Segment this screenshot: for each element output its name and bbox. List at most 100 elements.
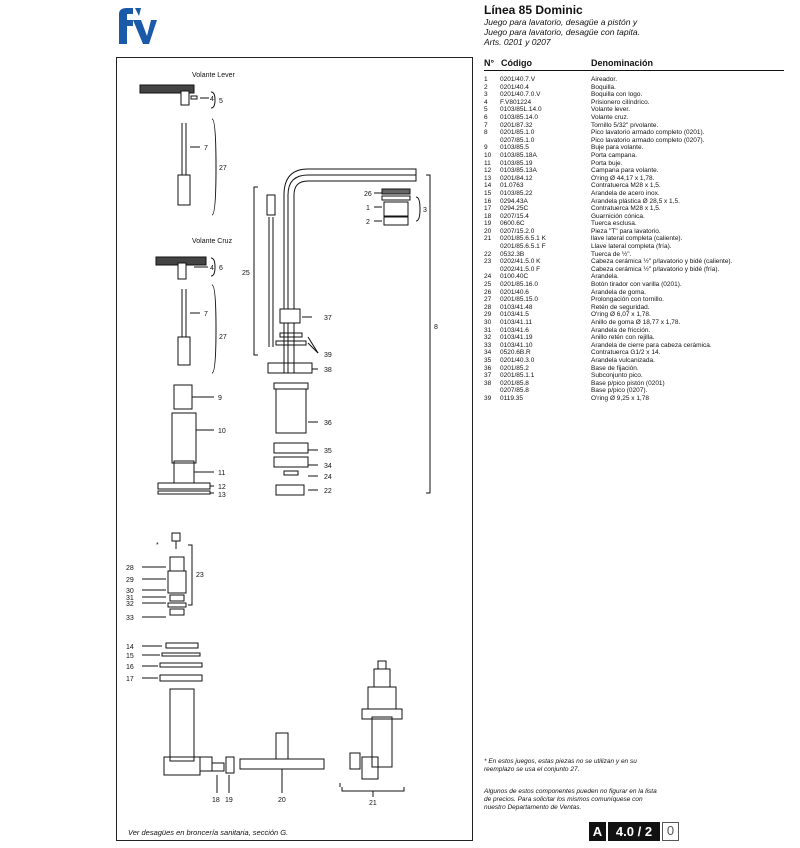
subtitle-line-1: Juego para lavatorio, desagüe a pistón y <box>484 17 638 27</box>
row-description: Llave lateral completa (fría). <box>591 243 672 251</box>
row-code: 0201/40.3.0 <box>500 356 535 364</box>
row-description: Pico lavatorio armado completo (0207). <box>591 136 705 144</box>
row-number: 27 <box>484 296 492 304</box>
row-description: O'ring Ø 44,17 x 1,78. <box>591 174 655 182</box>
exploded-view-frame <box>116 57 473 841</box>
row-number: 6 <box>484 113 488 121</box>
row-number: 8 <box>484 129 488 137</box>
subtitle-line-3: Arts. 0201 y 0207 <box>484 37 551 47</box>
row-description: llave lateral completa (caliente). <box>591 235 683 243</box>
row-description: Pieza "T" para lavatorio. <box>591 227 661 235</box>
row-code: 0103/85L.14.0 <box>500 106 542 114</box>
row-description: Base de fijación. <box>591 364 639 372</box>
callout-29: 29 <box>126 577 134 584</box>
callout-26: 26 <box>364 191 372 198</box>
row-code: 01.0763 <box>500 182 524 190</box>
row-description: O'ring Ø 9,25 x 1,78 <box>591 394 649 402</box>
row-description: Botón tirador con varilla (0201). <box>591 281 682 289</box>
row-code: 0202/41.5.0 K <box>500 258 541 266</box>
row-code: F.V801224 <box>500 98 532 106</box>
row-number: 10 <box>484 151 492 159</box>
row-description: Arandela vulcanizada. <box>591 356 655 364</box>
row-code: 0207/15.4 <box>500 212 529 220</box>
row-code: 0103/85.5 <box>500 144 529 152</box>
row-number: 3 <box>484 91 488 99</box>
row-number: 5 <box>484 106 488 114</box>
label-volante-cruz: Volante Cruz <box>192 238 233 245</box>
callout-16: 16 <box>126 664 134 671</box>
callout-7: 7 <box>204 145 208 152</box>
callout-22: 22 <box>324 488 332 495</box>
row-code: 0103/41.19 <box>500 334 533 342</box>
row-description: Anillo de goma Ø 18,77 x 1,78. <box>591 319 681 326</box>
row-description: Campana para volante. <box>591 167 659 175</box>
callout-31: 31 <box>126 595 134 602</box>
callout-7b: 7 <box>204 311 208 318</box>
section-letter: A <box>589 822 606 841</box>
row-description: Cabeza cerámica ½" p/lavatorio y bidé (c… <box>591 258 733 266</box>
callout-6: 6 <box>219 265 223 272</box>
row-code: 0294.25C <box>500 205 529 213</box>
row-code: 0103/41.48 <box>500 303 533 311</box>
row-code: 0201/85.1.1 <box>500 372 535 380</box>
row-number: 17 <box>484 205 492 213</box>
row-code: 0103/85.22 <box>500 189 533 197</box>
row-number: 31 <box>484 326 492 334</box>
row-code: 0201/85.6.5.1 F <box>500 243 546 251</box>
row-number: 16 <box>484 197 492 205</box>
row-number: 34 <box>484 349 492 357</box>
callout-11: 11 <box>218 470 225 477</box>
row-number: 20 <box>484 227 492 235</box>
row-description: Arandela de cierre para cabeza cerámica. <box>591 341 712 349</box>
row-description: Base p/pico (0207). <box>591 387 648 395</box>
row-number: 21 <box>484 235 492 243</box>
row-description: Aireador. <box>591 76 618 83</box>
table-row: 5 0103/85L.14.0 Volante lever. <box>484 106 784 114</box>
table-row: 37 0201/85.1.1 Subconjunto pico. <box>484 372 784 380</box>
row-description: Contratuerca M28 x 1,5. <box>591 182 661 190</box>
callout-33: 33 <box>126 615 134 622</box>
table-row: 0201/85.6.5.1 F Llave lateral completa (f… <box>484 243 784 251</box>
row-description: Subconjunto pico. <box>591 372 643 380</box>
row-description: Cabeza cerámica ½" p/lavatorio y bidé (f… <box>591 265 720 273</box>
row-description: Tuerca de ½". <box>591 250 632 258</box>
page-badge: A 4.0 / 2 0 <box>589 822 679 841</box>
row-code: 0201/85.6.5.1 K <box>500 235 546 243</box>
row-code: 0294.43A <box>500 197 528 205</box>
row-code: 0103/41.5 <box>500 311 529 319</box>
document-header: Línea 85 Dominic Juego para lavatorio, d… <box>484 4 784 48</box>
row-code: 0201/87.32 <box>500 121 533 129</box>
row-code: 0520.6B.R <box>500 349 531 357</box>
row-number: 37 <box>484 372 492 380</box>
callout-30: 30 <box>126 588 134 595</box>
row-number: 39 <box>484 394 492 402</box>
row-description: Volante lever. <box>591 106 631 114</box>
row-description: Arandela de acero inox. <box>591 189 660 197</box>
table-row: 21 0201/85.6.5.1 K llave lateral completa … <box>484 235 784 243</box>
col-header-description: Denominación <box>591 58 654 68</box>
col-header-code: Código <box>501 58 532 68</box>
callout-38: 38 <box>324 367 332 374</box>
row-number: 4 <box>484 98 488 106</box>
row-description: Boquilla con logo. <box>591 91 643 99</box>
callout-14: 14 <box>126 644 134 651</box>
row-code: 0201/85.2 <box>500 364 529 372</box>
row-description: Buje para volante. <box>591 144 644 152</box>
